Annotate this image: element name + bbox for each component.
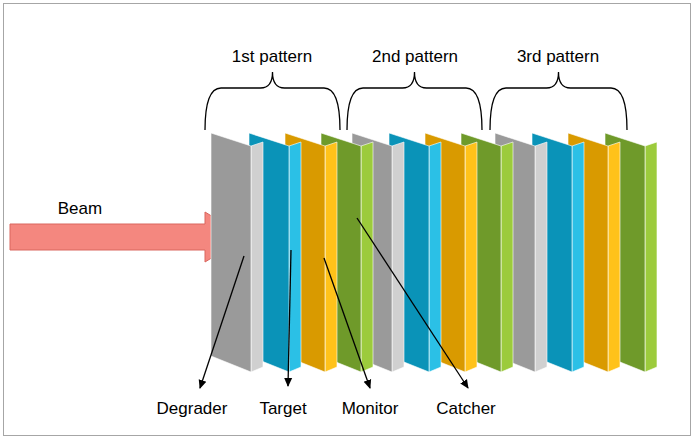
foil-face [532, 133, 572, 372]
pattern-brace [490, 72, 627, 130]
foil-edge [572, 142, 584, 372]
monitor-foil [285, 133, 337, 372]
pattern-braces [205, 72, 627, 130]
foil-edge [501, 142, 513, 372]
foil-edge [608, 142, 620, 372]
degrader-foil [495, 133, 547, 372]
catcher-leader [357, 218, 468, 388]
foil-edge [325, 142, 337, 372]
target-foil [389, 133, 441, 372]
monitor-leader [324, 258, 370, 388]
pattern-brace [205, 72, 340, 130]
target-foil [532, 133, 584, 372]
foil-edge [392, 142, 404, 372]
pattern-brace [347, 72, 482, 130]
foil-face [249, 133, 289, 372]
catcher-foil [605, 133, 657, 372]
part-label: Degrader [157, 400, 228, 419]
foil-edge [535, 142, 547, 372]
foil-face [605, 133, 645, 372]
part-label: Monitor [342, 400, 399, 419]
monitor-foil [425, 133, 477, 372]
degrader-leader [200, 256, 244, 388]
pattern-label: 1st pattern [232, 48, 312, 67]
beam-arrow [10, 212, 246, 262]
foil-edge [251, 142, 263, 372]
degrader-foil [211, 133, 263, 372]
pattern-label: 2nd pattern [372, 48, 458, 67]
frame-border [4, 4, 691, 436]
part-label: Catcher [436, 400, 496, 419]
catcher-foil [321, 133, 373, 372]
part-label: Target [259, 400, 306, 419]
foil-edge [645, 142, 657, 372]
foil-edge [465, 142, 477, 372]
target-foil [249, 133, 301, 372]
monitor-foil [568, 133, 620, 372]
foil-edge [361, 142, 373, 372]
pattern-label: 3rd pattern [517, 48, 599, 67]
foil-face [461, 133, 501, 372]
beam-label: Beam [58, 200, 102, 219]
catcher-foil [461, 133, 513, 372]
foil-face [389, 133, 429, 372]
foil-face [425, 133, 465, 372]
foil-face [568, 133, 608, 372]
foil-face [321, 133, 361, 372]
leader-lines [200, 218, 468, 388]
target-leader [288, 250, 291, 386]
